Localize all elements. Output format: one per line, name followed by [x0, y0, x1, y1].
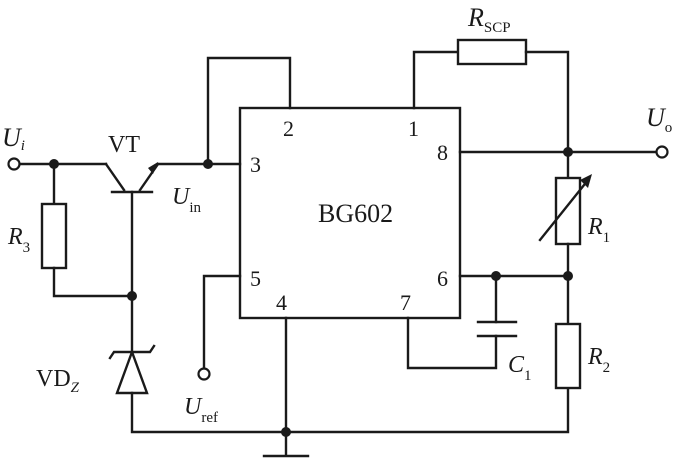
wire-zener-ground: [130, 386, 570, 434]
wire-pin2-loop: [206, 56, 292, 166]
pin-7-label: 7: [400, 290, 411, 315]
pin-6-label: 6: [437, 266, 448, 291]
label-rscp: RSCP: [467, 3, 511, 36]
pin-8-label: 8: [437, 140, 448, 165]
label-r2: R2: [587, 344, 610, 376]
terminal-uref: [197, 367, 211, 381]
resistor-r2: [554, 322, 582, 390]
label-vdz: VDZ: [36, 366, 80, 396]
label-ui: Ui: [2, 123, 25, 154]
pin-2-label: 2: [283, 116, 294, 141]
resistor-r1: [554, 176, 582, 246]
junction-base: [127, 291, 137, 301]
label-c1: C1: [508, 352, 532, 384]
pin-3-label: 3: [250, 152, 261, 177]
resistor-r3: [40, 202, 68, 270]
junction-uin: [203, 159, 213, 169]
wire-pin7-c1: [406, 316, 498, 370]
label-uin: Uin: [172, 184, 202, 216]
wire-rscp-out: [524, 50, 570, 180]
label-vt: VT: [108, 132, 140, 158]
ic-name: BG602: [318, 199, 393, 228]
junction-input: [49, 159, 59, 169]
terminal-ui: [7, 157, 21, 171]
junction-r1r2: [563, 271, 573, 281]
pin-1-label: 1: [408, 116, 419, 141]
label-r3: R3: [7, 224, 30, 256]
terminal-uo: [655, 145, 669, 159]
zener-vdz: [108, 344, 156, 395]
label-uref: Uref: [184, 394, 218, 426]
label-r1: R1: [587, 214, 610, 246]
pin-5-label: 5: [250, 266, 261, 291]
junction-output: [563, 147, 573, 157]
ic-body: [238, 106, 462, 320]
transistor-vt: [104, 162, 160, 194]
r1-adjust-arrow: [538, 174, 592, 242]
resistor-rscp: [456, 38, 528, 66]
capacitor-c1: [476, 320, 518, 338]
pin-4-label: 4: [276, 290, 287, 315]
junction-ground: [281, 427, 291, 437]
wire-r3-bottom: [52, 266, 134, 298]
junction-pin6: [491, 271, 501, 281]
wire-pin5: [202, 274, 242, 372]
wire-pin1: [412, 50, 460, 110]
label-uo: Uo: [646, 103, 672, 136]
